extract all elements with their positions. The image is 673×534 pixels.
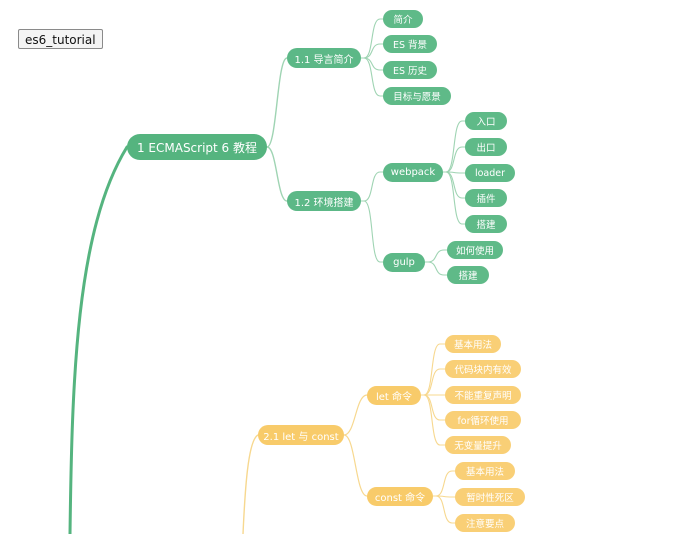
link-let-leaf-4 xyxy=(420,394,446,446)
node-const[interactable]: const 命令 xyxy=(367,487,433,506)
link-const-leaf-2 xyxy=(432,495,456,524)
link-gulp-leaf-0 xyxy=(424,249,448,263)
leaf-let-for-loop[interactable]: for循环使用 xyxy=(445,411,521,429)
link-1-1-leaf-1 xyxy=(360,43,384,59)
leaf-const-notes[interactable]: 注意要点 xyxy=(455,514,515,532)
node-1-1[interactable]: 1.1 导言简介 xyxy=(287,48,361,68)
leaf-let-basic[interactable]: 基本用法 xyxy=(445,335,501,353)
leaf-gulp-setup[interactable]: 搭建 xyxy=(447,266,489,284)
leaf-webpack-entry[interactable]: 入口 xyxy=(465,112,507,130)
link-root-1-1 xyxy=(266,57,288,148)
link-let-leaf-1 xyxy=(420,368,446,396)
leaf-1-1-intro[interactable]: 简介 xyxy=(383,10,423,28)
trunk-section-1 xyxy=(68,145,129,534)
link-root-1-2 xyxy=(266,146,288,202)
link-webpack-leaf-4 xyxy=(442,171,466,225)
tab-es6-tutorial[interactable]: es6_tutorial xyxy=(18,29,103,49)
link-let-leaf-3 xyxy=(420,394,446,421)
leaf-let-no-redeclare[interactable]: 不能重复声明 xyxy=(445,386,521,404)
link-const-leaf-0 xyxy=(432,470,456,497)
leaf-webpack-loader[interactable]: loader xyxy=(465,164,515,182)
link-2-1-const xyxy=(343,434,368,497)
leaf-let-block-scope[interactable]: 代码块内有效 xyxy=(445,360,521,378)
node-2-1[interactable]: 2.1 let 与 const xyxy=(258,425,344,445)
leaf-1-1-goals[interactable]: 目标与愿景 xyxy=(383,87,451,105)
leaf-const-basic[interactable]: 基本用法 xyxy=(455,462,515,480)
link-1-2-gulp xyxy=(360,200,384,263)
node-webpack[interactable]: webpack xyxy=(383,163,443,182)
node-gulp[interactable]: gulp xyxy=(383,253,425,272)
link-1-1-leaf-3 xyxy=(360,57,384,97)
leaf-webpack-plugins[interactable]: 插件 xyxy=(465,189,507,207)
link-1-1-leaf-2 xyxy=(360,57,384,71)
link-gulp-leaf-1 xyxy=(424,261,448,276)
leaf-webpack-setup[interactable]: 搭建 xyxy=(465,215,507,233)
leaf-1-1-history[interactable]: ES 历史 xyxy=(383,61,437,79)
leaf-webpack-output[interactable]: 出口 xyxy=(465,138,507,156)
trunk-section-2 xyxy=(242,434,259,534)
leaf-gulp-usage[interactable]: 如何使用 xyxy=(447,241,503,259)
node-section-1[interactable]: 1 ECMAScript 6 教程 xyxy=(127,134,267,160)
leaf-let-no-hoisting[interactable]: 无变量提升 xyxy=(445,436,511,454)
node-let[interactable]: let 命令 xyxy=(367,386,421,405)
link-1-2-webpack xyxy=(360,171,384,202)
node-1-2[interactable]: 1.2 环境搭建 xyxy=(287,191,361,211)
leaf-1-1-background[interactable]: ES 背景 xyxy=(383,35,437,53)
link-2-1-let xyxy=(343,394,368,436)
leaf-const-tdz[interactable]: 暂时性死区 xyxy=(455,488,525,506)
